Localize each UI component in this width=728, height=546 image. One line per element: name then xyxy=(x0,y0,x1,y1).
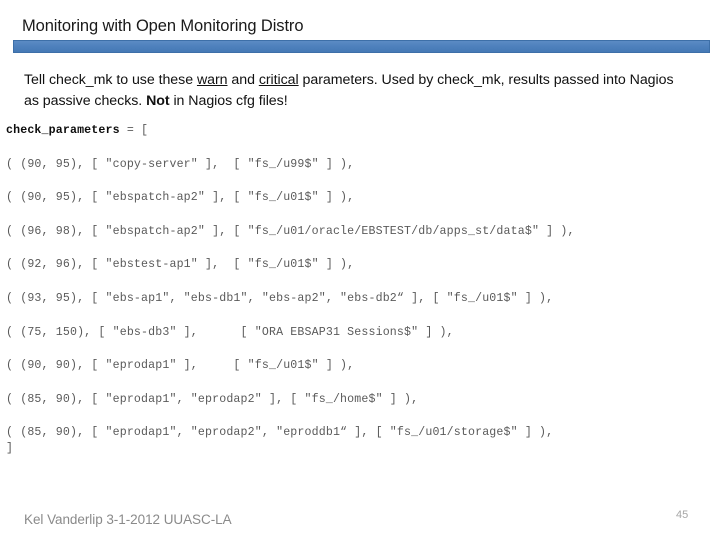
intro-text-part-3: parameters. Used by check_mk, results pa… xyxy=(24,72,674,109)
title-divider-bar xyxy=(13,40,710,53)
code-line: ( (85, 90), [ "eprodap1", "eprodap2" ], … xyxy=(6,392,419,406)
intro-text-part-2: and xyxy=(227,72,259,88)
code-line-header: check_parameters = [ xyxy=(6,124,722,158)
intro-emphasis-not: Not xyxy=(146,93,170,109)
intro-paragraph: Tell check_mk to use these warn and crit… xyxy=(24,70,684,112)
page-title: Monitoring with Open Monitoring Distro xyxy=(22,17,304,35)
intro-keyword-critical: critical xyxy=(258,72,299,88)
code-line: ( (92, 96), [ "ebstest-ap1" ], [ "fs_/u0… xyxy=(6,258,355,272)
code-line: ( (75, 150), [ "ebs-db3" ], [ "ORA EBSAP… xyxy=(6,325,454,339)
code-line: ( (85, 90), [ "eprodap1", "eprodap2", "e… xyxy=(6,426,554,440)
code-line-closing-bracket: ] xyxy=(6,442,14,456)
slide-number: 45 xyxy=(676,509,689,521)
intro-text-part-4: in Nagios cfg files! xyxy=(169,93,288,109)
code-keyword-check-parameters: check_parameters xyxy=(6,124,120,137)
intro-text-part-1: Tell check_mk to use these xyxy=(24,72,197,88)
code-block: check_parameters = [ ( (90, 95), [ "copy… xyxy=(6,124,722,458)
code-line: ( (90, 90), [ "eprodap1" ], [ "fs_/u01$"… xyxy=(6,359,355,373)
code-line: ( (96, 98), [ "ebspatch-ap2" ], [ "fs_/u… xyxy=(6,224,575,238)
footer-author: Kel Vanderlip 3-1-2012 UUASC-LA xyxy=(24,512,232,527)
code-header-rest: = [ xyxy=(119,124,149,137)
code-line: ( (93, 95), [ "ebs-ap1", "ebs-db1", "ebs… xyxy=(6,291,554,305)
code-line: ( (90, 95), [ "copy-server" ], [ "fs_/u9… xyxy=(6,157,355,171)
intro-keyword-warn: warn xyxy=(196,72,228,88)
code-line: ( (90, 95), [ "ebspatch-ap2" ], [ "fs_/u… xyxy=(6,191,355,205)
